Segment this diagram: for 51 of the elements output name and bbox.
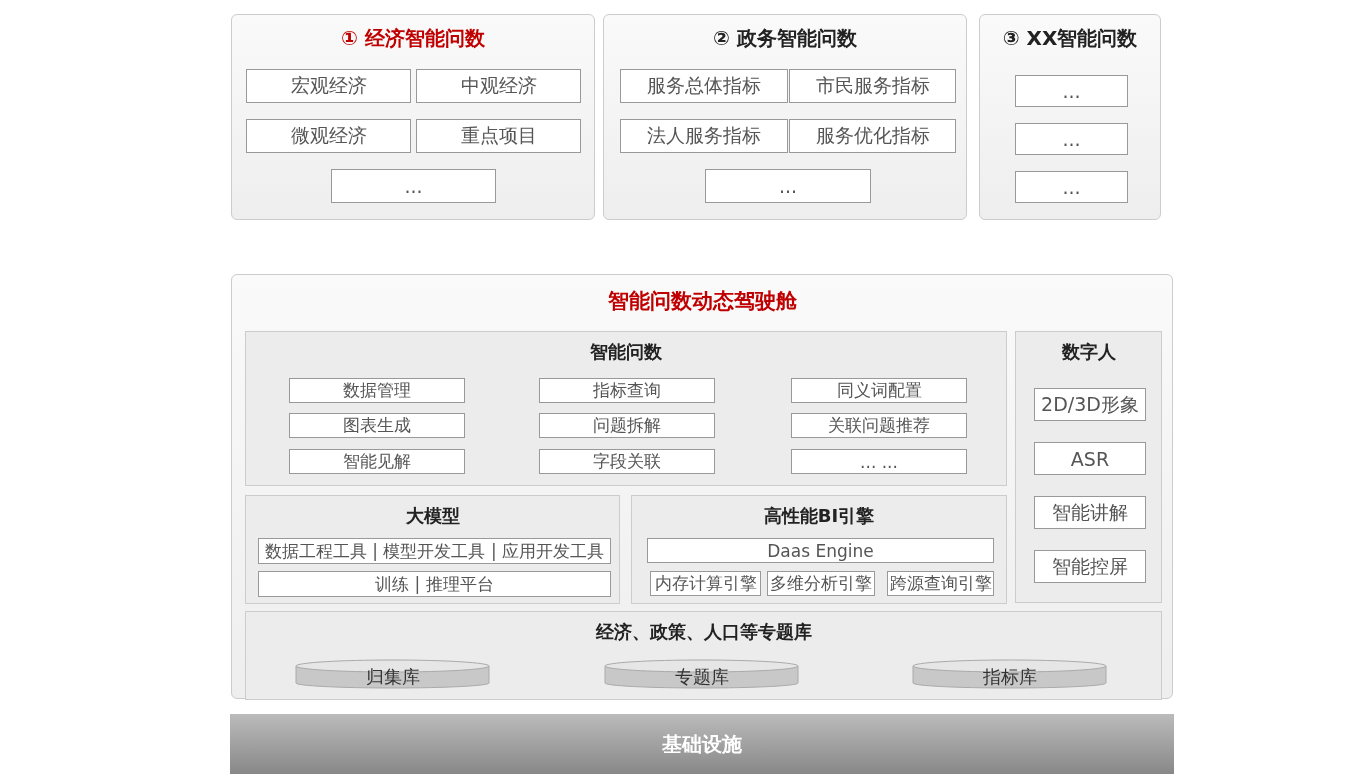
feature-tile: 指标查询 bbox=[539, 378, 715, 403]
feature-tile: 智能见解 bbox=[289, 449, 465, 474]
group-panel bbox=[231, 274, 1173, 699]
feature-tile: ... bbox=[1015, 75, 1128, 107]
feature-tile: 宏观经济 bbox=[246, 69, 411, 103]
feature-tile: 服务总体指标 bbox=[620, 69, 788, 103]
module-panel bbox=[245, 331, 1007, 486]
feature-tile: 内存计算引擎 bbox=[650, 571, 761, 596]
feature-tile: 智能讲解 bbox=[1034, 496, 1146, 529]
group-panel bbox=[231, 14, 595, 220]
feature-tile: 问题拆解 bbox=[539, 413, 715, 438]
feature-tile: 法人服务指标 bbox=[620, 119, 788, 153]
feature-tile: 关联问题推荐 bbox=[791, 413, 967, 438]
feature-tile: 市民服务指标 bbox=[789, 69, 956, 103]
infrastructure-bar: 基础设施 bbox=[230, 714, 1174, 774]
feature-tile: 数据工程工具 | 模型开发工具 | 应用开发工具 bbox=[258, 538, 611, 564]
feature-tile: 图表生成 bbox=[289, 413, 465, 438]
group-panel bbox=[979, 14, 1161, 220]
feature-tile: ASR bbox=[1034, 442, 1146, 475]
panel-title: ① 经济智能问数 bbox=[340, 25, 486, 52]
group-panel bbox=[603, 14, 967, 220]
panel-title: 高性能BI引擎 bbox=[762, 504, 876, 528]
module-panel bbox=[631, 495, 1007, 604]
feature-tile: 微观经济 bbox=[246, 119, 411, 153]
module-panel bbox=[245, 495, 620, 604]
panel-title: 经济、政策、人口等专题库 bbox=[594, 620, 813, 644]
module-panel bbox=[245, 611, 1162, 700]
panel-title: 智能问数 bbox=[589, 340, 663, 364]
feature-tile: 2D/3D形象 bbox=[1034, 388, 1146, 421]
feature-tile: ... bbox=[1015, 123, 1128, 155]
feature-tile: 字段关联 bbox=[539, 449, 715, 474]
feature-tile: 中观经济 bbox=[416, 69, 581, 103]
panel-title: ② 政务智能问数 bbox=[712, 25, 858, 52]
feature-tile: ... bbox=[331, 169, 496, 203]
panel-title: 数字人 bbox=[1060, 340, 1117, 364]
panel-title: ③ XX智能问数 bbox=[1001, 25, 1139, 52]
feature-tile: 服务优化指标 bbox=[789, 119, 956, 153]
feature-tile: Daas Engine bbox=[647, 538, 994, 563]
feature-tile: 跨源查询引擎 bbox=[887, 571, 994, 596]
feature-tile: 训练 | 推理平台 bbox=[258, 571, 611, 597]
feature-tile: ... bbox=[705, 169, 871, 203]
feature-tile: 同义词配置 bbox=[791, 378, 967, 403]
feature-tile: 重点项目 bbox=[416, 119, 581, 153]
feature-tile: 智能控屏 bbox=[1034, 550, 1146, 583]
panel-title: 大模型 bbox=[404, 504, 461, 528]
module-panel bbox=[1015, 331, 1162, 603]
feature-tile: 多维分析引擎 bbox=[767, 571, 875, 596]
feature-tile: ... bbox=[1015, 171, 1128, 203]
feature-tile: 数据管理 bbox=[289, 378, 465, 403]
feature-tile: ... ... bbox=[791, 449, 967, 474]
panel-title: 智能问数动态驾驶舱 bbox=[606, 288, 798, 315]
